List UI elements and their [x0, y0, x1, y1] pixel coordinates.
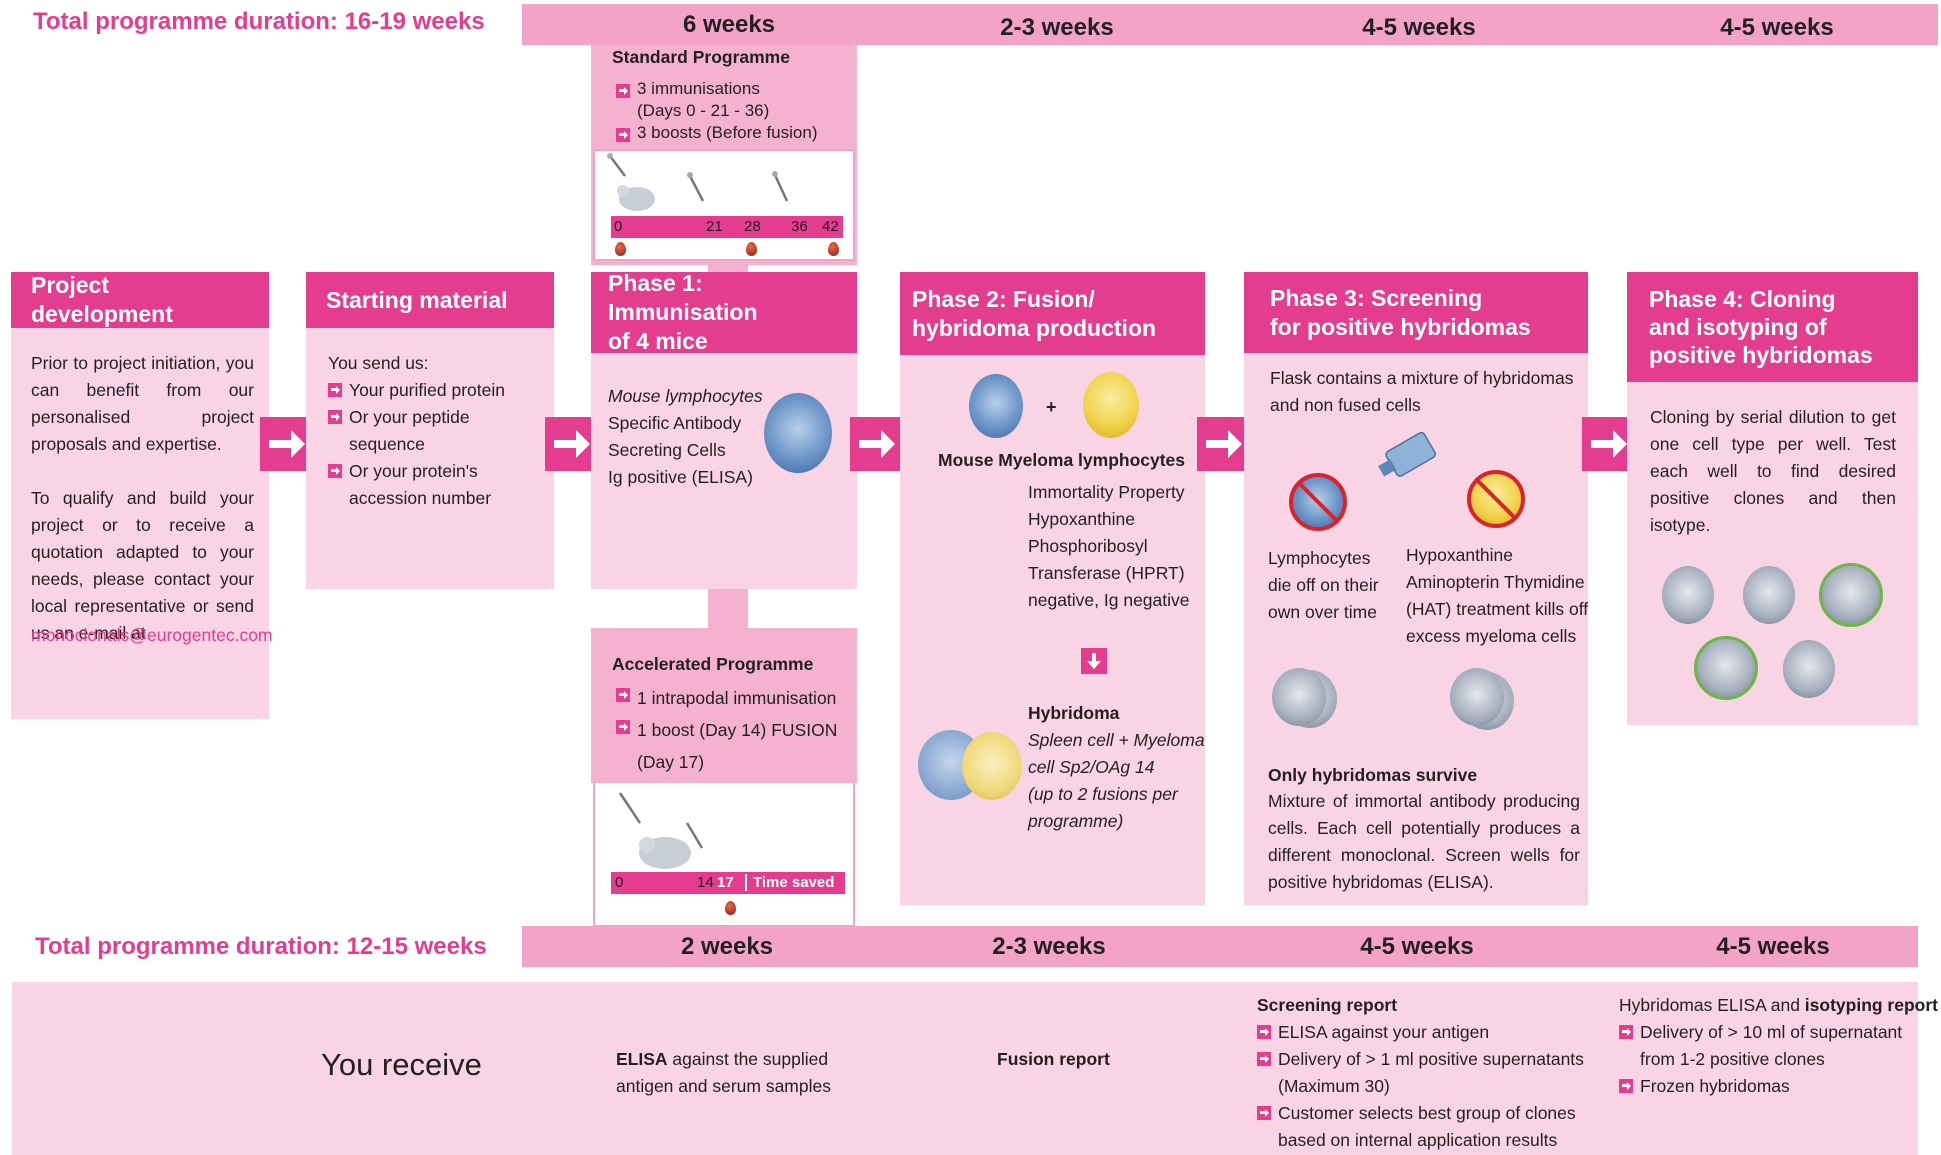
blood-drop-icon: [746, 242, 757, 256]
arrow-icon: [1197, 417, 1251, 471]
standard-timeline-panel: 0 21 28 36 42: [593, 149, 855, 261]
you-receive-panel: [12, 982, 1918, 1155]
hybridoma-stack-icon: [1450, 668, 1504, 726]
standard-timeline-bar: 0 21 28 36 42: [611, 216, 843, 238]
top-week-1: 6 weeks: [682, 11, 776, 38]
project-development-title: Project development: [11, 272, 269, 328]
syringe-icon: [618, 792, 704, 869]
arrow-icon: [260, 417, 314, 471]
no-myeloma-icon: [1467, 470, 1525, 528]
bottom-week-2: 2-3 weeks: [992, 933, 1106, 960]
only-hybridomas-survive: Only hybridomas survive: [1268, 765, 1478, 785]
positive-clone-icon: [1694, 636, 1758, 700]
project-development-card: [11, 272, 269, 719]
lymphocyte-cell-icon: [764, 393, 832, 473]
arrow-icon: [545, 417, 599, 471]
bottom-duration-bar: [522, 926, 1918, 967]
bottom-week-3: 4-5 weeks: [1360, 933, 1474, 960]
project-text-1: Prior to project initiation, you can ben…: [31, 353, 254, 454]
blood-drop-icon: [725, 901, 736, 915]
receive-screening: Screening report ELISA against your anti…: [1257, 995, 1584, 1150]
flask-icon: [1378, 431, 1436, 477]
bottom-duration-title: Total programme duration: 12-15 weeks: [35, 933, 487, 960]
blood-drop-icon: [828, 242, 839, 256]
blood-drop-icon: [615, 242, 626, 256]
standard-items: 3 immunisations (Days 0 - 21 - 36) 3 boo…: [616, 78, 817, 144]
arrow-down-icon: [1081, 648, 1107, 674]
starting-material-title: Starting material: [306, 272, 554, 328]
standard-connector: [708, 261, 748, 273]
phase1-text: Mouse lymphocytes Specific Antibody Secr…: [608, 386, 763, 487]
hybridoma-stack-icon: [1272, 668, 1326, 726]
syringe-icon: [607, 153, 789, 211]
accelerated-programme-box: [591, 628, 857, 783]
myeloma-cell-icon: [1083, 372, 1139, 438]
clone-cell-icon: [1783, 640, 1835, 698]
bottom-week-1: 2 weeks: [680, 933, 774, 960]
receive-elisa: ELISA against the supplied antigen and s…: [616, 1049, 831, 1096]
email-link[interactable]: monoclonals@eurogentec.com: [31, 625, 273, 645]
phase2-title: Phase 2: Fusion/hybridoma production: [900, 272, 1205, 355]
clone-cell-icon: [1662, 566, 1714, 624]
you-receive-title: You receive: [321, 1047, 482, 1082]
accelerated-timeline-bar: 0 14 17 Time saved: [611, 872, 845, 894]
positive-clone-icon: [1819, 563, 1883, 627]
top-week-3: 4-5 weeks: [1362, 14, 1476, 41]
project-text-2: To qualify and build your project or to …: [31, 488, 254, 643]
phase4-description: Cloning by serial dilution to get one ce…: [1650, 407, 1896, 535]
accelerated-connector: [708, 589, 748, 629]
top-week-4: 4-5 weeks: [1720, 14, 1834, 41]
phase2-caption: Mouse Myeloma lymphocytes: [938, 450, 1186, 470]
receive-isotyping: Hybridomas ELISA and isotyping report De…: [1619, 995, 1938, 1096]
lymphocyte-cell-icon: [969, 374, 1023, 438]
starting-material-list: You send us: Your purified protein Or yo…: [328, 353, 505, 508]
clone-cell-icon: [1743, 566, 1795, 624]
arrow-icon: [850, 417, 904, 471]
receive-fusion-report: Fusion report: [997, 1049, 1110, 1069]
phase3-description: Mixture of immortal antibody producing c…: [1268, 791, 1580, 892]
phase3-card: [1244, 272, 1588, 905]
no-lymphocyte-icon: [1289, 473, 1347, 531]
bottom-week-4: 4-5 weeks: [1716, 933, 1830, 960]
accelerated-items: 1 intrapodal immunisation 1 boost (Day 1…: [616, 682, 837, 778]
plus-sign: +: [1046, 397, 1057, 417]
accelerated-timeline-panel: 0 14 17 Time saved: [593, 783, 855, 927]
standard-programme-title: Standard Programme: [612, 47, 790, 67]
accelerated-programme-title: Accelerated Programme: [612, 654, 814, 674]
top-duration-bar: [522, 4, 1938, 45]
hybridoma-title: Hybridoma: [1028, 703, 1120, 723]
top-week-2: 2-3 weeks: [1000, 14, 1114, 41]
hybridoma-cell-icon: [962, 732, 1022, 800]
top-duration-title: Total programme duration: 16-19 weeks: [33, 8, 485, 35]
